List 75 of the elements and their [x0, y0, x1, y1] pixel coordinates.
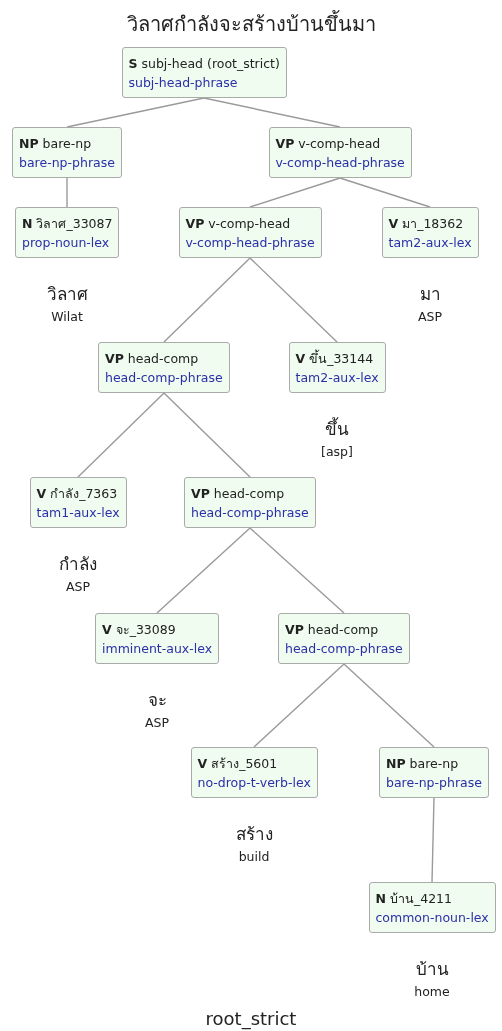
node-category-label: VP v-comp-head — [275, 135, 382, 153]
node-rule-label: no-drop-t-verb-lex — [197, 774, 311, 792]
tree-branch-line — [66, 177, 68, 208]
tree-node-box — [288, 342, 386, 393]
node-rule-label: head-comp-phrase — [285, 640, 403, 658]
word-label: วิลาศ — [46, 283, 88, 306]
node-category-label: N วิลาศ_33087 — [22, 215, 113, 233]
tree-branch-line — [156, 527, 251, 614]
word-label: ขึ้น — [325, 416, 349, 441]
node-category-label: V มา_18362 — [388, 215, 465, 233]
node-rule-label: common-noun-lex — [375, 909, 489, 927]
tree-branch-line — [249, 527, 345, 614]
node-rule-label: v-comp-head-phrase — [275, 154, 405, 172]
word-label: สร้าง — [235, 823, 273, 846]
word-label: บ้าน — [415, 958, 449, 981]
tree-node-box — [278, 613, 410, 664]
node-category-label: NP bare-np — [386, 755, 460, 773]
gloss-label: [asp] — [321, 444, 353, 459]
gloss-label: Wilat — [51, 309, 83, 324]
tree-node-box — [268, 127, 412, 178]
tree-node-box — [381, 207, 479, 258]
node-rule-label: v-comp-head-phrase — [185, 234, 315, 252]
title: วิลาศกำลังจะสร้างบ้านขึ้นมา — [125, 9, 377, 38]
gloss-label: ASP — [418, 309, 442, 324]
footer-label: root_strict — [204, 1008, 298, 1029]
tree-branch-line — [249, 177, 341, 208]
gloss-label: ASP — [66, 579, 90, 594]
tree-node-box — [29, 477, 127, 528]
node-category-label: VP head-comp — [105, 350, 200, 368]
tree-branch-line — [163, 257, 251, 343]
node-rule-label: subj-head-phrase — [128, 74, 239, 92]
gloss-label: ASP — [145, 715, 169, 730]
node-rule-label: imminent-aux-lex — [102, 640, 213, 658]
tree-node-box — [184, 477, 316, 528]
tree-branch-line — [431, 797, 435, 883]
node-category-label: V สร้าง_5601 — [197, 755, 279, 773]
word-label: มา — [419, 283, 441, 306]
gloss-label: build — [238, 849, 270, 864]
tree-node-box — [15, 207, 120, 258]
node-category-label: NP bare-np — [19, 135, 93, 153]
node-category-label: V ขึ้น_33144 — [295, 349, 375, 368]
tree-branch-line — [343, 663, 435, 748]
tree-node-box — [12, 127, 122, 178]
node-category-label: VP v-comp-head — [185, 215, 292, 233]
tree-branch-line — [249, 257, 338, 343]
node-category-label: V จะ_33089 — [102, 621, 177, 639]
node-category-label: VP head-comp — [191, 485, 286, 503]
gloss-label: home — [414, 984, 450, 999]
tree-branch-line — [163, 392, 251, 478]
tree-node-box — [368, 882, 496, 933]
word-label: จะ — [147, 689, 167, 712]
tree-node-box — [190, 747, 318, 798]
tree-branch-line — [77, 392, 165, 478]
node-rule-label: bare-np-phrase — [386, 774, 482, 792]
node-rule-label: tam2-aux-lex — [295, 369, 379, 387]
word-label: กำลัง — [59, 553, 97, 576]
node-category-label: VP head-comp — [285, 621, 380, 639]
node-rule-label: tam2-aux-lex — [388, 234, 472, 252]
node-category-label: N บ้าน_4211 — [375, 890, 453, 908]
node-rule-label: head-comp-phrase — [191, 504, 309, 522]
node-rule-label: prop-noun-lex — [22, 234, 111, 252]
node-rule-label: bare-np-phrase — [19, 154, 115, 172]
node-category-label: V กำลัง_7363 — [36, 485, 119, 503]
tree-node-box — [121, 47, 287, 98]
node-category-label: S subj-head (root_strict) — [128, 55, 280, 73]
tree-node-box — [379, 747, 489, 798]
tree-branch-line — [203, 97, 341, 128]
tree-node-box — [98, 342, 230, 393]
tree-branch-line — [253, 663, 345, 748]
node-rule-label: head-comp-phrase — [105, 369, 223, 387]
tree-node-box — [178, 207, 322, 258]
node-rule-label: tam1-aux-lex — [36, 504, 120, 522]
tree-node-box — [95, 613, 220, 664]
tree-branch-line — [339, 177, 431, 208]
tree-branch-line — [66, 97, 205, 128]
